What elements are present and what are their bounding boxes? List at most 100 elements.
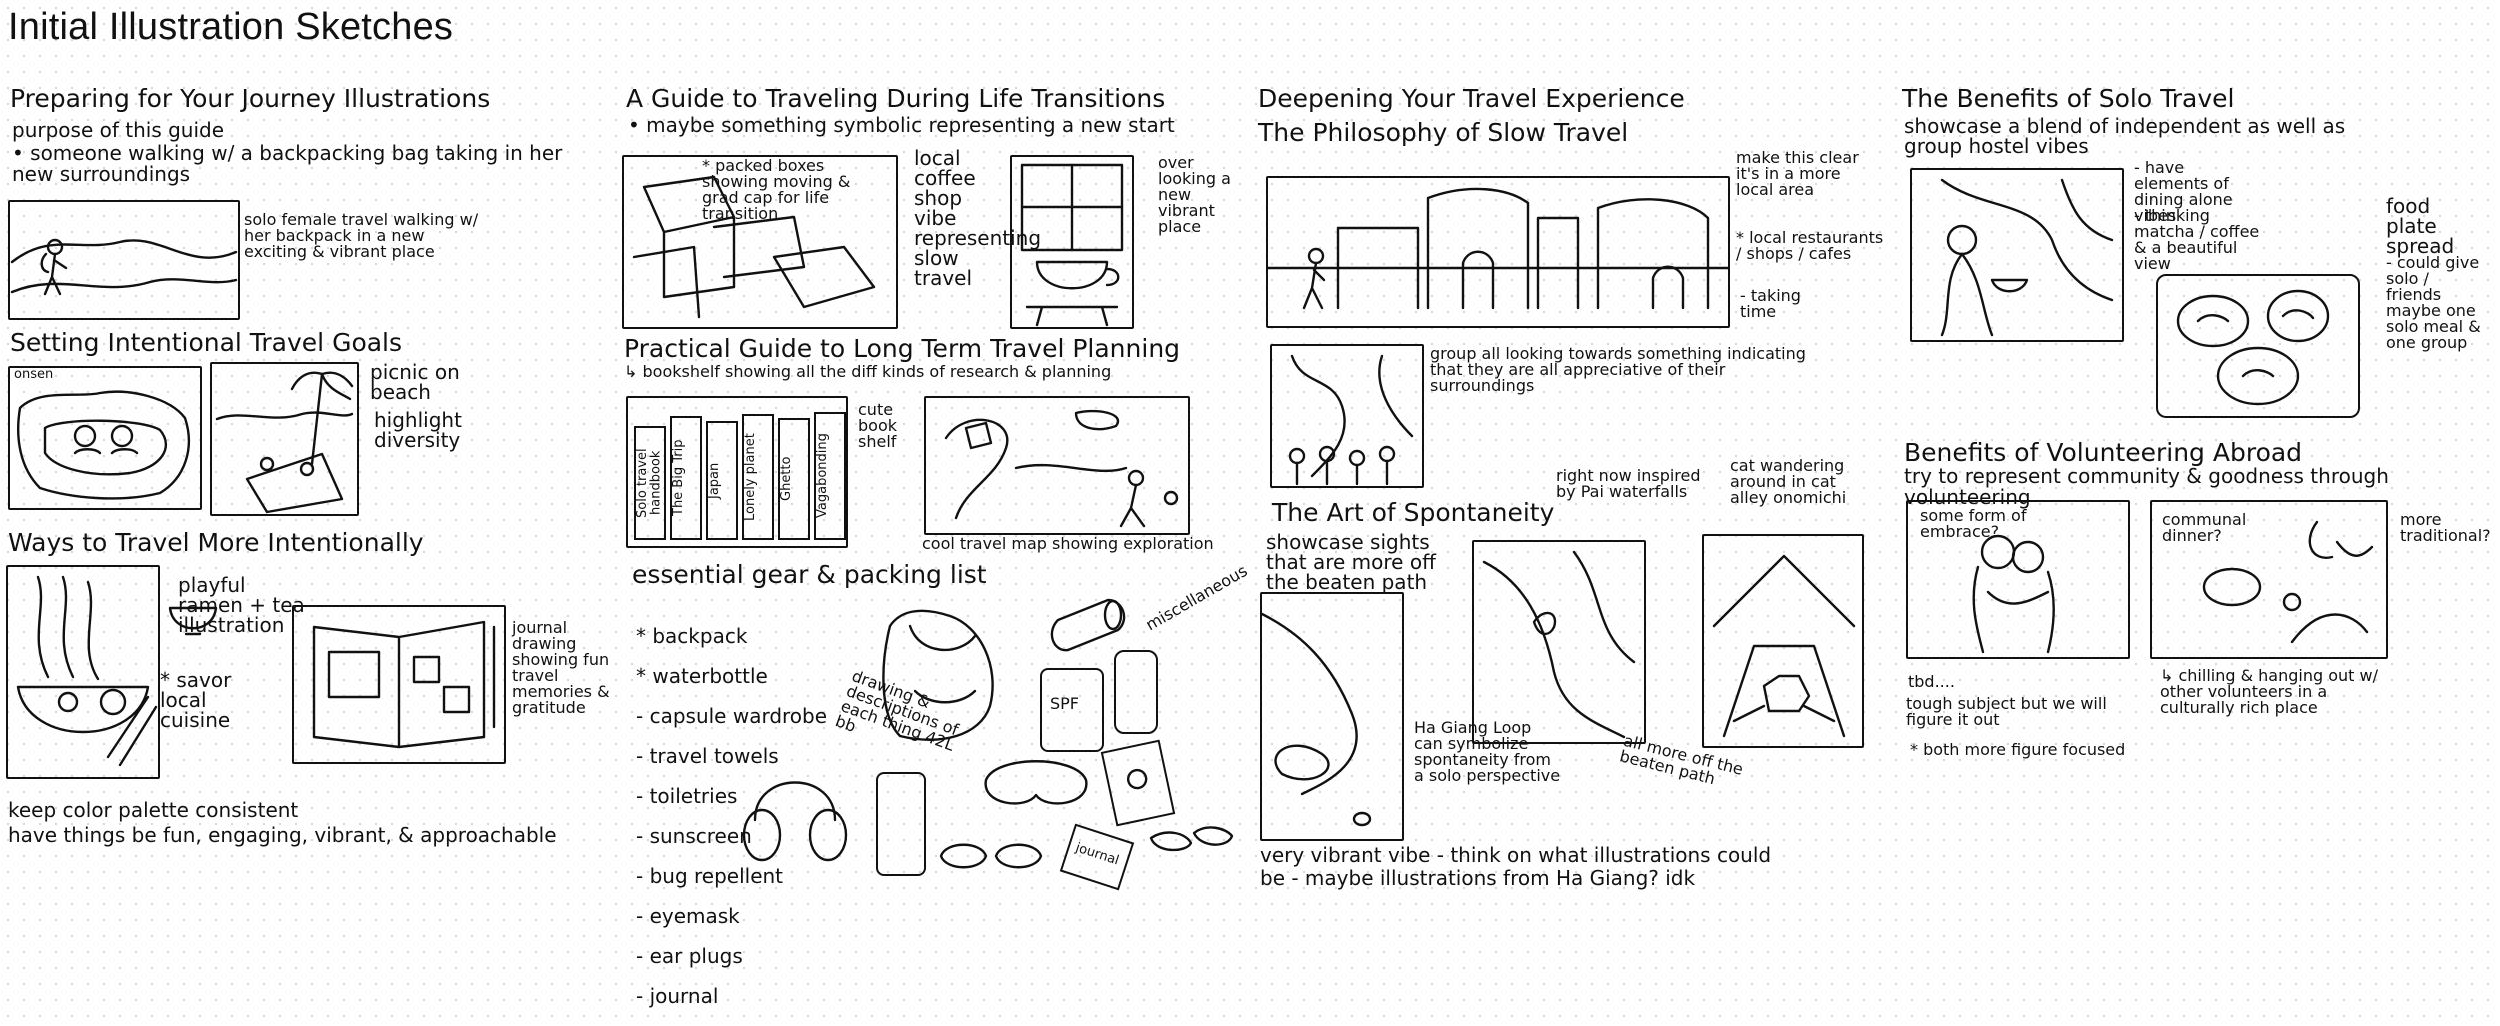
note-solo-friends: - could give solo / friends maybe one so… [2386,253,2481,352]
sketch-journal [292,605,506,764]
note-diversity: highlight diversity [374,408,462,452]
label-journal: journal [1073,840,1121,869]
sketch-bookshelf: Solo travel handbook The Big Trip Japan … [626,396,848,548]
section-subtitle-community: try to represent community & goodness th… [1904,464,2389,509]
note-figure-focused: * both more figure focused [1910,740,2126,759]
book-spine: Vagabonding [814,412,846,540]
book-spine: Lonely planet [742,414,774,540]
book-spine: Japan [706,421,738,540]
note-ramen: playful ramen + tea illustration [178,573,305,637]
packing-item: * backpack [636,624,748,648]
note-solo-female: solo female travel walking w/ her backpa… [244,210,479,261]
sketch-tea-bowl [168,600,218,640]
packing-item: - toiletries [636,784,738,808]
label-spf: SPF [1050,694,1080,713]
sketch-coffee-window [1010,155,1134,329]
packing-item: - sunscreen [636,824,752,848]
sketch-solo-dining [1910,168,2124,342]
footer-note-ha-giang: be - maybe illustrations from Ha Giang? … [1260,866,1696,890]
note-chilling: ↳ chilling & hanging out w/ other volunt… [2160,666,2378,717]
sketch-food-spread [2156,274,2360,418]
sketch-water-bottle [876,772,926,876]
note-picnic: picnic on beach [370,360,460,404]
note-matcha: - thinking matcha / coffee & a beautiful… [2134,206,2260,273]
sketch-group-viewing [1270,344,1424,488]
packing-item: - journal [636,984,719,1008]
sketch-cat-alley [1702,534,1864,748]
book-spine: Solo travel handbook [634,426,666,540]
note-bookshelf: cute book shelf [858,400,897,451]
section-title-ways: Ways to Travel More Intentionally [8,528,424,557]
note-embrace: some form of embrace? [1920,506,2027,541]
sketch-embrace [1906,500,2130,659]
sketch-towel [1038,590,1133,660]
sketch-travel-map [924,396,1190,535]
note-someone-walking: • someone walking w/ a backpacking bag t… [12,141,563,186]
packing-item: - travel towels [636,744,779,768]
sketch-ramen [6,565,160,779]
sketch-eyemask [976,750,1096,820]
note-boxes: * packed boxes showing moving & grad cap… [702,156,851,223]
section-title-transitions: A Guide to Traveling During Life Transit… [626,84,1166,113]
note-misc: miscellaneous [1142,560,1251,635]
section-title-planning: Practical Guide to Long Term Travel Plan… [624,334,1181,363]
note-window: over looking a new vibrant place [1158,153,1231,236]
packing-item: - ear plugs [636,944,743,968]
sketch-communal-dinner [2150,500,2388,659]
section-title-solo-travel: The Benefits of Solo Travel [1902,84,2235,113]
note-local-area: make this clear it's in a more local are… [1736,148,1859,199]
note-communal-dinner: communal dinner? [2162,510,2247,545]
sketch-packed-boxes [622,155,898,329]
packing-item: - bug repellent [636,864,784,888]
sketch-backpack [860,596,1010,746]
note-local-restaurants: * local restaurants / shops / cafes [1736,228,1884,263]
packing-item: * waterbottle [636,664,768,688]
note-tbd: tbd.... [1908,672,1955,691]
footer-note-fun: have things be fun, engaging, vibrant, &… [8,823,557,847]
section-subtitle-bookshelf: ↳ bookshelf showing all the diff kinds o… [624,362,1112,381]
note-cat-alley: cat wandering around in cat alley onomic… [1730,456,1847,507]
section-title-gear: essential gear & packing list [632,560,987,589]
book-spine: Ghetto [778,418,810,540]
section-subtitle-new-start: • maybe something symbolic representing … [628,113,1175,137]
section-subtitle-slow-travel: The Philosophy of Slow Travel [1258,118,1629,147]
note-ha-giang: Ha Giang Loop can symbolize spontaneity … [1414,718,1561,785]
label-onsen: onsen [14,367,54,382]
note-taking-time: - taking time [1740,286,1801,321]
section-title-deepening: Deepening Your Travel Experience [1258,84,1685,113]
book-spine: The Big Trip [670,416,702,540]
section-title-preparing: Preparing for Your Journey Illustrations [10,84,491,113]
sketch-sandals [1146,808,1236,858]
sketch-earplugs [936,836,1046,876]
sketch-passport [1100,739,1176,827]
packing-item: - capsule wardrobe [636,704,828,728]
sketch-ear-muffs [740,760,850,870]
section-subtitle-blend: showcase a blend of independent as well … [1904,114,2346,158]
sketch-ha-giang-road [1260,592,1404,841]
note-pai: right now inspired by Pai waterfalls [1556,466,1701,501]
section-subtitle-sights: showcase sights that are more off the be… [1266,530,1436,594]
section-subtitle-purpose: purpose of this guide [12,118,225,142]
note-dining-alone: - have elements of dining alone vibes [2134,158,2233,225]
sketch-pai-waterfall [1472,540,1646,744]
note-map: cool travel map showing exploration [922,534,1214,553]
note-group: group all looking towards something indi… [1430,344,1806,395]
note-traditional: more traditional? [2400,510,2491,545]
sketch-spray-bottle [1114,650,1158,734]
section-title-volunteering: Benefits of Volunteering Abroad [1904,438,2303,467]
sketch-onsen [8,366,202,510]
section-title-spontaneity: The Art of Spontaneity [1272,498,1555,527]
packing-item: - eyemask [636,904,740,928]
footer-note-palette: keep color palette consistent [8,798,299,822]
note-food-spread: food plate spread [2386,194,2455,258]
sketch-journal-small: journal [1059,823,1135,891]
note-journal: journal drawing showing fun travel memor… [512,618,610,717]
sketch-picnic-beach [210,362,359,516]
note-tough-subject: tough subject but we will figure it out [1906,694,2107,729]
sketch-sunscreen: SPF [1040,668,1104,752]
footer-note-vibrant: very vibrant vibe - think on what illust… [1260,843,1772,867]
sketch-local-street [1266,176,1730,328]
section-title-goals: Setting Intentional Travel Goals [10,328,403,357]
sketch-hiker-landscape [8,200,240,320]
note-savor: * savor local cuisine [160,668,232,732]
